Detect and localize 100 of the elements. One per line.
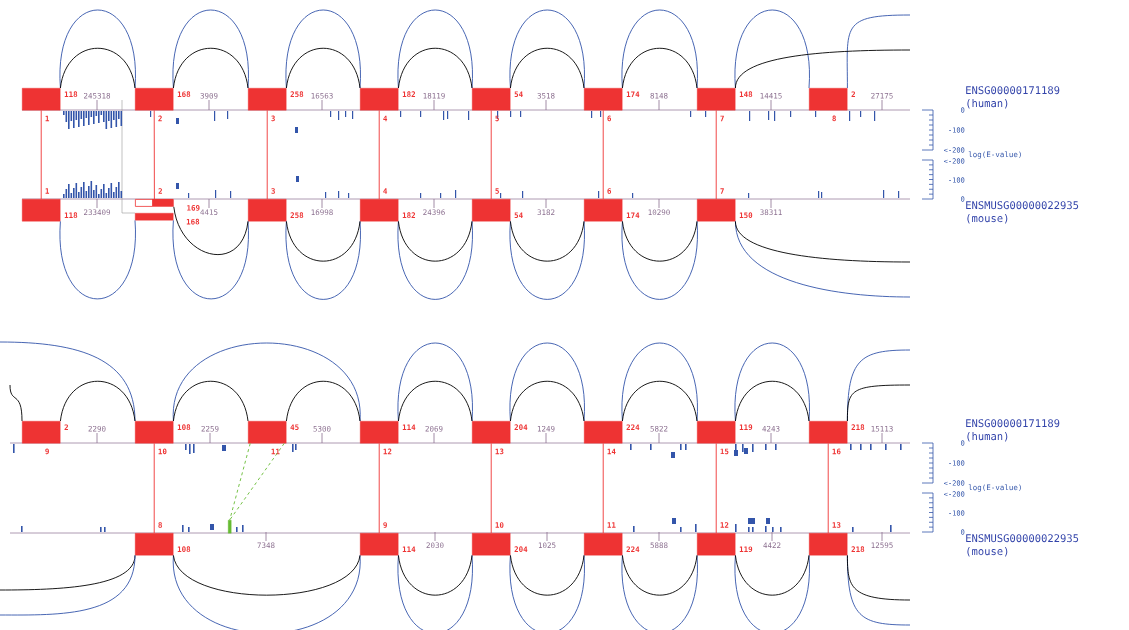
splice-arc bbox=[734, 554, 810, 596]
splice-arc bbox=[285, 220, 361, 262]
splice-arc bbox=[734, 220, 911, 263]
alignment-line bbox=[490, 109, 492, 200]
splice-arc bbox=[172, 342, 361, 422]
splice-arc bbox=[509, 220, 585, 262]
exon-box bbox=[22, 199, 61, 222]
alignment-line bbox=[602, 442, 604, 534]
alignment-line bbox=[490, 442, 492, 534]
exon-box bbox=[472, 533, 511, 556]
exon-box bbox=[135, 421, 174, 444]
alignment-line bbox=[827, 442, 829, 534]
exon-box bbox=[135, 88, 174, 111]
splice-arc bbox=[621, 380, 698, 422]
splice-arc bbox=[734, 342, 810, 422]
splice-arc bbox=[509, 342, 585, 422]
alignment-line bbox=[229, 442, 285, 521]
gene-id-label: ENSG00000171189 (human) bbox=[966, 419, 1060, 442]
splice-arc bbox=[0, 341, 136, 422]
splice-arc bbox=[621, 554, 698, 630]
exon-box bbox=[22, 421, 61, 444]
splice-arc bbox=[172, 219, 249, 300]
exon-box bbox=[135, 199, 174, 207]
splice-arc bbox=[397, 220, 473, 262]
splice-arc bbox=[59, 380, 136, 422]
exon-box bbox=[472, 88, 511, 111]
exon-box bbox=[584, 533, 623, 556]
splice-arc bbox=[172, 380, 249, 422]
hit-bar bbox=[228, 520, 232, 534]
alignment-line bbox=[229, 442, 251, 521]
splice-arc bbox=[285, 220, 361, 300]
splice-arc bbox=[0, 554, 136, 616]
exon-box bbox=[135, 533, 174, 556]
alignment-line bbox=[266, 109, 268, 200]
exon-box bbox=[697, 88, 736, 111]
splice-arc bbox=[734, 9, 810, 89]
exon-box bbox=[809, 421, 848, 444]
splice-arc bbox=[734, 554, 810, 630]
splice-arc bbox=[621, 220, 698, 262]
splice-arc bbox=[172, 9, 249, 89]
gene-id-label: ENSMUSG00000022935 (mouse) bbox=[966, 534, 1079, 557]
splice-arc bbox=[846, 554, 911, 601]
splice-arc bbox=[172, 47, 249, 89]
splice-arc bbox=[172, 554, 361, 630]
exon-box bbox=[248, 88, 287, 111]
splice-arc bbox=[846, 14, 911, 89]
splice-arc bbox=[397, 9, 473, 89]
exon-box bbox=[135, 213, 174, 221]
splice-arc bbox=[9, 384, 23, 422]
splice-arc bbox=[509, 554, 585, 630]
splice-arc bbox=[509, 220, 585, 300]
alignment-line bbox=[715, 442, 717, 534]
exon-box bbox=[809, 88, 848, 111]
splice-arc bbox=[509, 47, 585, 89]
alignment-line bbox=[715, 109, 717, 200]
exon-box bbox=[248, 199, 287, 222]
splice-arc bbox=[621, 47, 698, 89]
splice-arc bbox=[59, 219, 136, 300]
splice-arc bbox=[59, 47, 136, 89]
splice-arc bbox=[285, 47, 361, 89]
exon-box bbox=[697, 421, 736, 444]
splice-arc bbox=[846, 384, 911, 422]
splice-arc bbox=[397, 380, 473, 422]
exon-box bbox=[584, 88, 623, 111]
exon-box bbox=[22, 88, 61, 111]
splice-arc bbox=[509, 380, 585, 422]
exon-box bbox=[584, 421, 623, 444]
splice-arc bbox=[734, 49, 911, 89]
splice-arc bbox=[397, 220, 473, 300]
gene-id-label: ENSG00000171189 (human) bbox=[966, 86, 1060, 109]
splice-arc bbox=[173, 206, 249, 255]
splice-arc bbox=[621, 9, 698, 89]
alignment-line bbox=[378, 442, 380, 534]
splice-arc bbox=[621, 220, 698, 300]
exon-box bbox=[472, 421, 511, 444]
exon-box bbox=[472, 199, 511, 222]
exon-box bbox=[360, 88, 399, 111]
exon-box bbox=[360, 533, 399, 556]
splice-arc bbox=[172, 554, 361, 596]
alignment-line bbox=[602, 109, 604, 200]
exon-box bbox=[697, 533, 736, 556]
exon-box bbox=[697, 199, 736, 222]
exon-box bbox=[809, 533, 848, 556]
splice-arc bbox=[397, 554, 473, 630]
splice-arc bbox=[509, 554, 585, 596]
splice-arc bbox=[285, 9, 361, 89]
alignment-line bbox=[153, 109, 155, 200]
gene-id-label: ENSMUSG00000022935 (mouse) bbox=[966, 201, 1079, 224]
splice-arc bbox=[285, 380, 361, 422]
splice-arc bbox=[397, 47, 473, 89]
exon-box bbox=[584, 199, 623, 222]
alignment-line bbox=[378, 109, 380, 200]
splice-arc bbox=[621, 554, 698, 596]
exon-box bbox=[248, 421, 287, 444]
splice-arc bbox=[509, 9, 585, 89]
splice-arc bbox=[397, 554, 473, 596]
splice-arc bbox=[59, 9, 136, 89]
splice-arc bbox=[734, 380, 810, 422]
splice-arc bbox=[397, 342, 473, 422]
exon-box bbox=[360, 421, 399, 444]
